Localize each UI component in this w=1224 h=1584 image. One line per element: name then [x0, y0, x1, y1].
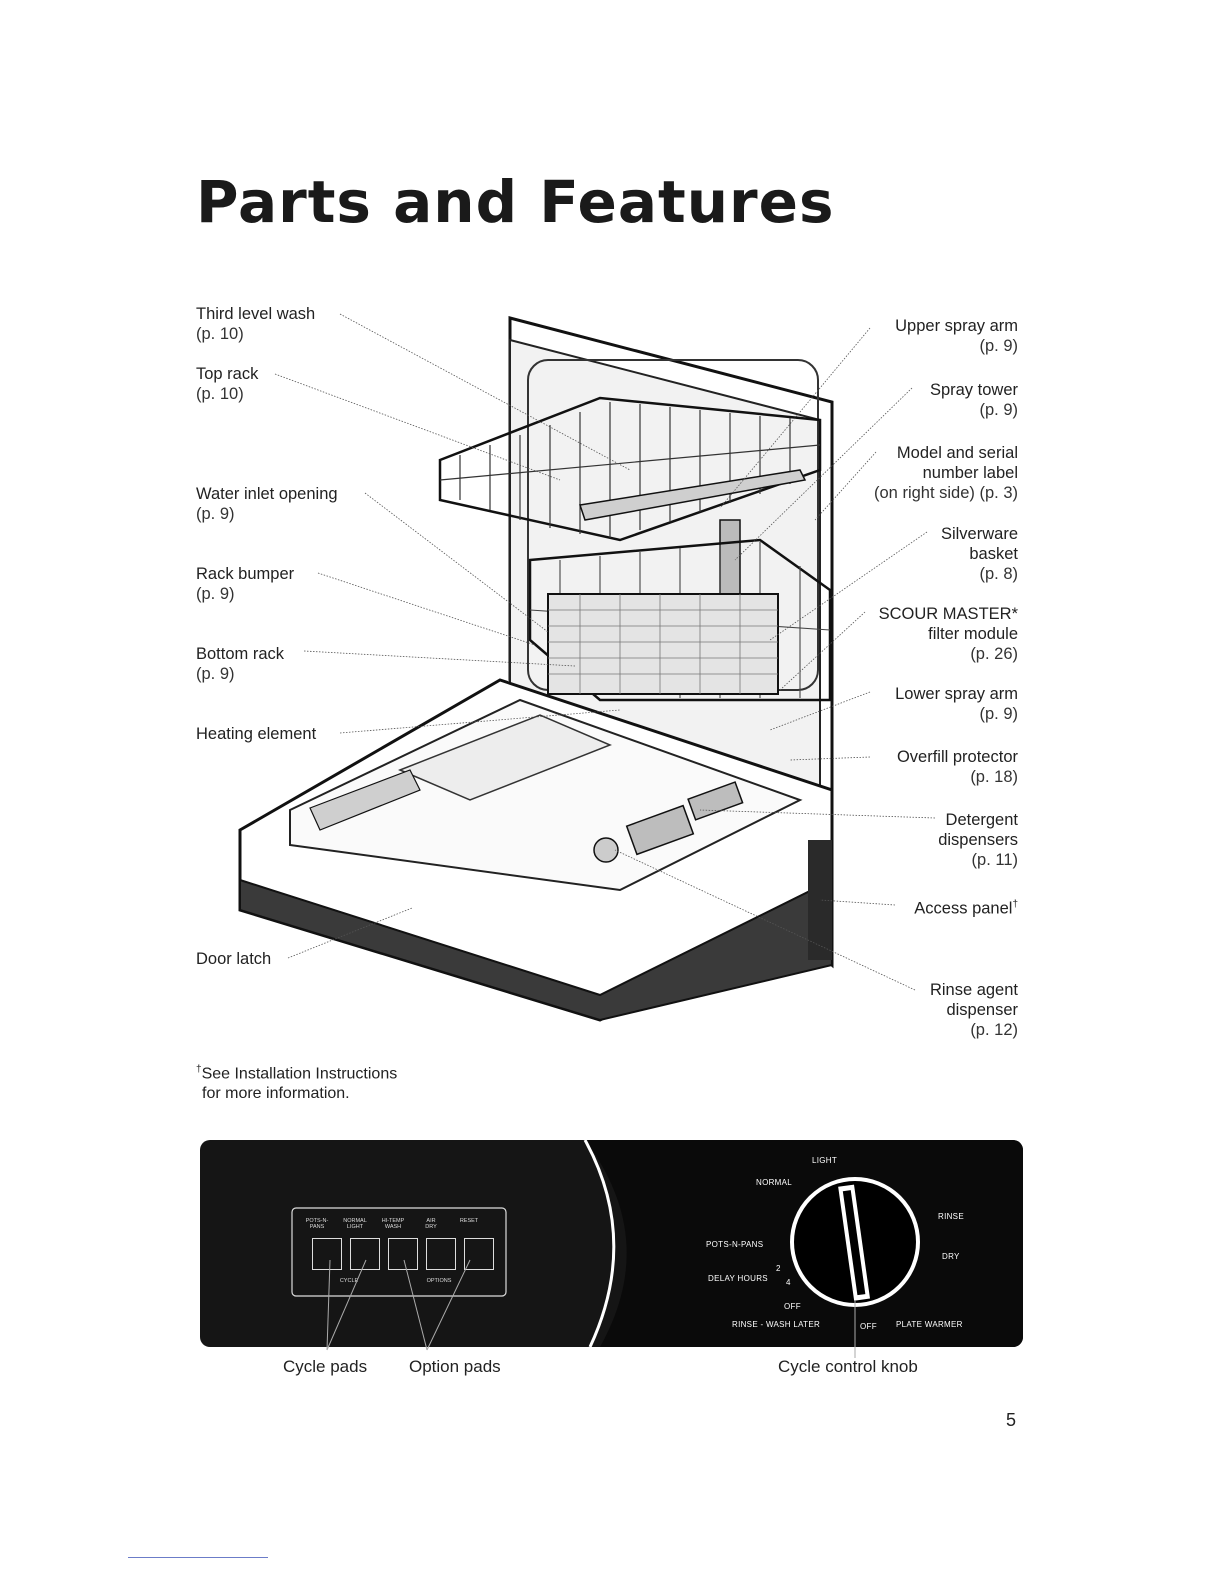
label-name: Lower spray arm [895, 685, 1018, 703]
label-name: Model and serial [896, 444, 1018, 462]
knob-label-pots-n-pans: POTS-N-PANS [706, 1240, 764, 1249]
label-name: basket [969, 545, 1018, 563]
caption-cycle-pads: Cycle pads [283, 1357, 368, 1376]
label-name: Third level wash [196, 305, 316, 323]
label-name: Door latch [196, 950, 272, 968]
label-page-ref: (p. 9) [196, 505, 235, 523]
label-name: Water inlet opening [196, 485, 338, 503]
label-name: Top rack [196, 365, 259, 383]
label-page-ref: (p. 26) [970, 645, 1018, 663]
label-name: dispenser [946, 1001, 1018, 1019]
label-upper-spray-arm: Upper spray arm (p. 9) [895, 316, 1018, 356]
footnote-line1: See Installation Instructions [201, 1065, 398, 1083]
label-scour-master: SCOUR MASTER* filter module (p. 26) [879, 604, 1018, 664]
label-name: dispensers [938, 831, 1018, 849]
pots-n-pans-pad[interactable] [312, 1238, 342, 1270]
label-name: Spray tower [929, 381, 1018, 399]
label-name: Upper spray arm [895, 317, 1018, 335]
panel-art [291, 1140, 1023, 1347]
dishwasher-illustration [238, 313, 936, 1022]
knob-label-plate-warmer: PLATE WARMER [896, 1320, 963, 1329]
label-model-serial: Model and serial number label (on right … [874, 443, 1018, 503]
normal-light-pad[interactable] [350, 1238, 380, 1270]
label-page-ref: (p. 18) [970, 768, 1018, 786]
knob-label-light: LIGHT [812, 1156, 838, 1165]
label-third-level-wash: Third level wash (p. 10) [196, 304, 315, 344]
label-overfill-protector: Overfill protector (p. 18) [897, 747, 1018, 787]
knob-label-4: 4 [786, 1278, 791, 1287]
knob-label-normal: NORMAL [756, 1178, 793, 1187]
label-name: Silverware [940, 525, 1018, 543]
label-access-panel: Access panel† [914, 895, 1018, 919]
label-rinse-agent-dispenser: Rinse agent dispenser (p. 12) [930, 980, 1018, 1040]
footnote: †See Installation Instructions for more … [196, 1060, 397, 1104]
label-detergent-dispensers: Detergent dispensers (p. 11) [938, 810, 1018, 870]
dagger-mark: † [196, 1064, 202, 1075]
label-page-ref: (p. 9) [196, 585, 235, 603]
label-name: filter module [928, 625, 1018, 643]
footnote-line2: for more information. [202, 1085, 350, 1103]
knob-label-rinse-wash-later: RINSE - WASH LATER [732, 1320, 821, 1329]
cycle-group-label: CYCLE [339, 1278, 359, 1284]
label-bottom-rack: Bottom rack (p. 9) [196, 644, 284, 684]
knob-label-off-2: OFF [860, 1322, 877, 1331]
label-name: number label [922, 464, 1018, 482]
options-group-label: OPTIONS [426, 1278, 452, 1284]
dagger-mark: † [1012, 899, 1018, 910]
label-rack-bumper: Rack bumper (p. 9) [196, 564, 294, 604]
hi-temp-wash-pad[interactable] [388, 1238, 418, 1270]
label-name: Heating element [196, 725, 317, 743]
caption-option-pads: Option pads [409, 1357, 501, 1376]
knob-label-rinse: RINSE [938, 1212, 964, 1221]
label-heating-element: Heating element [196, 724, 316, 744]
pad-label-pots-n-pans: POTS-N-PANS [305, 1218, 329, 1230]
label-page-ref: (p. 12) [970, 1021, 1018, 1039]
label-top-rack: Top rack (p. 10) [196, 364, 258, 404]
label-page-ref: (on right side) (p. 3) [874, 484, 1018, 502]
footer-rule [128, 1557, 268, 1558]
label-page-ref: (p. 8) [979, 565, 1018, 583]
label-page-ref: (p. 10) [196, 385, 244, 403]
knob-label-delay-hours: DELAY HOURS [708, 1274, 768, 1283]
reset-pad[interactable] [464, 1238, 494, 1270]
label-silverware-basket: Silverware basket (p. 8) [941, 524, 1018, 584]
label-page-ref: (p. 11) [971, 851, 1018, 869]
page-title: Parts and Features [196, 168, 835, 236]
label-name: SCOUR MASTER* [878, 605, 1018, 623]
label-door-latch: Door latch [196, 949, 271, 969]
label-name: Rinse agent [929, 981, 1018, 999]
air-dry-pad[interactable] [426, 1238, 456, 1270]
knob-label-dry: DRY [942, 1252, 960, 1261]
knob-label-off-1: OFF [784, 1302, 801, 1311]
pad-label-reset: RESET [459, 1218, 479, 1224]
label-page-ref: (p. 9) [979, 705, 1018, 723]
label-page-ref: (p. 9) [196, 665, 235, 683]
label-spray-tower: Spray tower (p. 9) [930, 380, 1018, 420]
caption-cycle-control-knob: Cycle control knob [778, 1357, 918, 1376]
page-number: 5 [1006, 1410, 1017, 1430]
label-page-ref: (p. 10) [196, 325, 244, 343]
label-name: Rack bumper [196, 565, 295, 583]
label-water-inlet-opening: Water inlet opening (p. 9) [196, 484, 338, 524]
label-name: Bottom rack [196, 645, 285, 663]
knob-label-2: 2 [776, 1264, 781, 1273]
label-page-ref: (p. 9) [979, 337, 1018, 355]
caption-leaders [326, 1259, 856, 1358]
label-page-ref: (p. 9) [979, 401, 1018, 419]
label-name: Overfill protector [896, 748, 1018, 766]
label-name: Detergent [945, 811, 1018, 829]
label-lower-spray-arm: Lower spray arm (p. 9) [895, 684, 1018, 724]
label-name: Access panel [914, 899, 1013, 918]
